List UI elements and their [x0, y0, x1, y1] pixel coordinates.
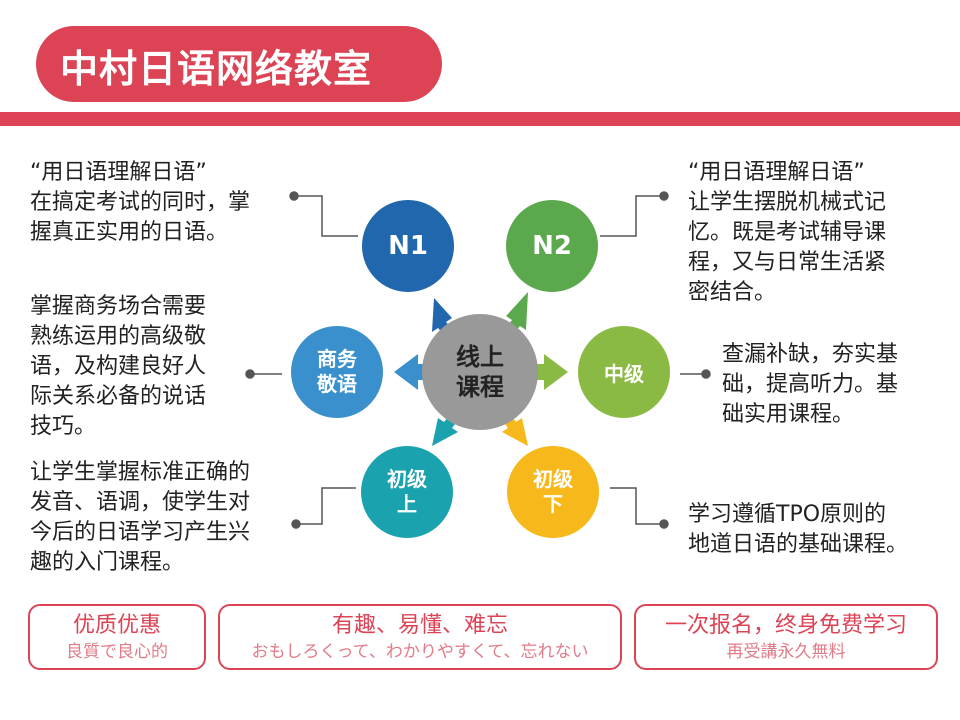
desc-chujishang: 让学生掌握标准正确的 发音、语调，使学生对 今后的日语学习产生兴 趣的入门课程。 — [30, 460, 251, 575]
connector-dot-chuji — [701, 369, 711, 379]
desc-n2: “用日语理解日语” 让学生摆脱机械式记 忆。既是考试辅导课 程，又与日常生活紧 … — [688, 160, 887, 305]
node-n1-circle — [362, 200, 454, 292]
connector-dot-chujishang — [291, 519, 301, 529]
feature-box-lifetime-title: 一次报名，终身免费学习 — [664, 613, 907, 638]
desc-n1: “用日语理解日语” 在搞定考试的同时，掌 握真正实用的日语。 — [30, 160, 251, 245]
node-chujixia-label: 初级 下 — [533, 467, 573, 516]
arrow-shangwu — [394, 354, 436, 390]
node-n1-label: N1 — [388, 231, 428, 261]
desc-chuji: 查漏补缺，夯实基 础，提高听力。基 础实用课程。 — [722, 342, 899, 427]
connector-dot-shangwu — [245, 369, 255, 379]
node-n2-label: N2 — [532, 231, 572, 261]
node-chuji-circle — [578, 326, 670, 418]
feature-box-fun: 有趣、易懂、难忘 おもしろくって、わかりやすくて、忘れない — [218, 604, 622, 670]
header-divider — [0, 112, 960, 126]
feature-box-fun-title: 有趣、易懂、难忘 — [331, 613, 508, 638]
connector-dot-n2 — [659, 191, 669, 201]
feature-box-quality-subtitle: 良質で良心的 — [66, 642, 168, 662]
node-shangwu-label: 商务 敬语 — [317, 347, 357, 396]
node-chujishang-circle — [361, 446, 453, 538]
desc-chujixia: 学习遵循TPO原则的 地道日语的基础课程。 — [688, 502, 909, 557]
feature-box-fun-subtitle: おもしろくって、わかりやすくて、忘れない — [251, 642, 589, 662]
connector-n1 — [294, 195, 358, 237]
center-label: 线上 课程 — [456, 343, 504, 401]
title-banner — [36, 26, 442, 102]
page-title: 中村日语网络教室 — [60, 47, 373, 91]
connector-dot-chujixia — [659, 519, 669, 529]
node-n2-circle — [506, 200, 598, 292]
feature-box-lifetime-subtitle: 再受講永久無料 — [726, 642, 846, 662]
arrow-chuji — [526, 354, 568, 390]
feature-box-quality: 优质优惠 良質で良心的 — [28, 604, 206, 670]
node-chujixia-circle — [507, 446, 599, 538]
feature-box-quality-title: 优质优惠 — [72, 613, 161, 638]
node-chuji-label: 中级 — [604, 361, 644, 386]
feature-box-lifetime: 一次报名，终身免费学习 再受講永久無料 — [634, 604, 938, 670]
node-shangwu-circle — [291, 326, 383, 418]
center-circle — [422, 314, 538, 430]
node-chujishang-label: 初级 上 — [387, 467, 427, 516]
desc-shangwu: 掌握商务场合需要 熟练运用的高级敬 语，及构建良好人 际关系必备的说话 技巧。 — [30, 294, 207, 439]
connector-chujixia — [610, 487, 664, 525]
connector-n2 — [600, 195, 664, 237]
connector-chujishang — [296, 487, 356, 525]
connector-dot-n1 — [289, 191, 299, 201]
